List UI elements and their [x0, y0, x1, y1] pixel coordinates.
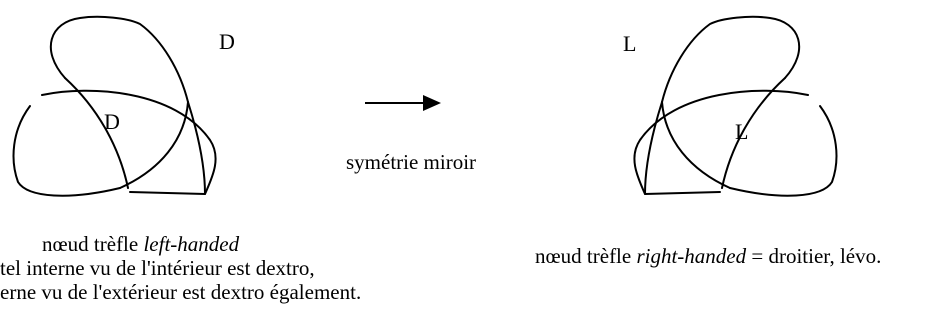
right-knot-strand: [729, 105, 838, 197]
left-caption-italic: left-handed: [143, 232, 240, 256]
left-knot-strand: [129, 101, 206, 195]
left-knot-strand: [49, 15, 189, 103]
left-knot-caption: nœud trèfle left-handed: [42, 232, 239, 256]
right-trefoil-knot: [633, 15, 838, 197]
right-caption-italic: right-handed: [636, 244, 747, 268]
right-caption-prefix: nœud trèfle: [535, 244, 637, 268]
right-knot-strand: [661, 15, 801, 103]
left-caption-prefix: nœud trèfle: [42, 232, 144, 256]
right-inner-letter: L: [735, 119, 749, 144]
right-knot-caption: nœud trèfle right-handed = droitier, lév…: [535, 244, 881, 268]
left-caption-line-3: erne vu de l'extérieur est dextro égalem…: [0, 280, 362, 304]
left-inner-letter: D: [104, 109, 120, 134]
left-knot-strand: [119, 101, 189, 189]
left-caption-line-2: tel interne vu de l'intérieur est dextro…: [0, 256, 315, 280]
right-caption-suffix: = droitier, lévo.: [746, 244, 882, 268]
right-outer-letter: L: [623, 31, 637, 56]
left-outer-letter: D: [219, 29, 235, 54]
right-knot-strand: [661, 101, 731, 189]
left-trefoil-knot: [12, 15, 217, 197]
right-knot-strand: [721, 77, 786, 189]
left-knot-strand: [64, 77, 129, 189]
mirror-symmetry-label: symétrie miroir: [346, 150, 477, 174]
arrow-right-icon: [365, 95, 441, 111]
left-knot-strand: [41, 89, 217, 195]
left-knot-strand: [12, 105, 121, 197]
right-knot-strand: [633, 89, 809, 195]
right-knot-strand: [644, 101, 721, 195]
